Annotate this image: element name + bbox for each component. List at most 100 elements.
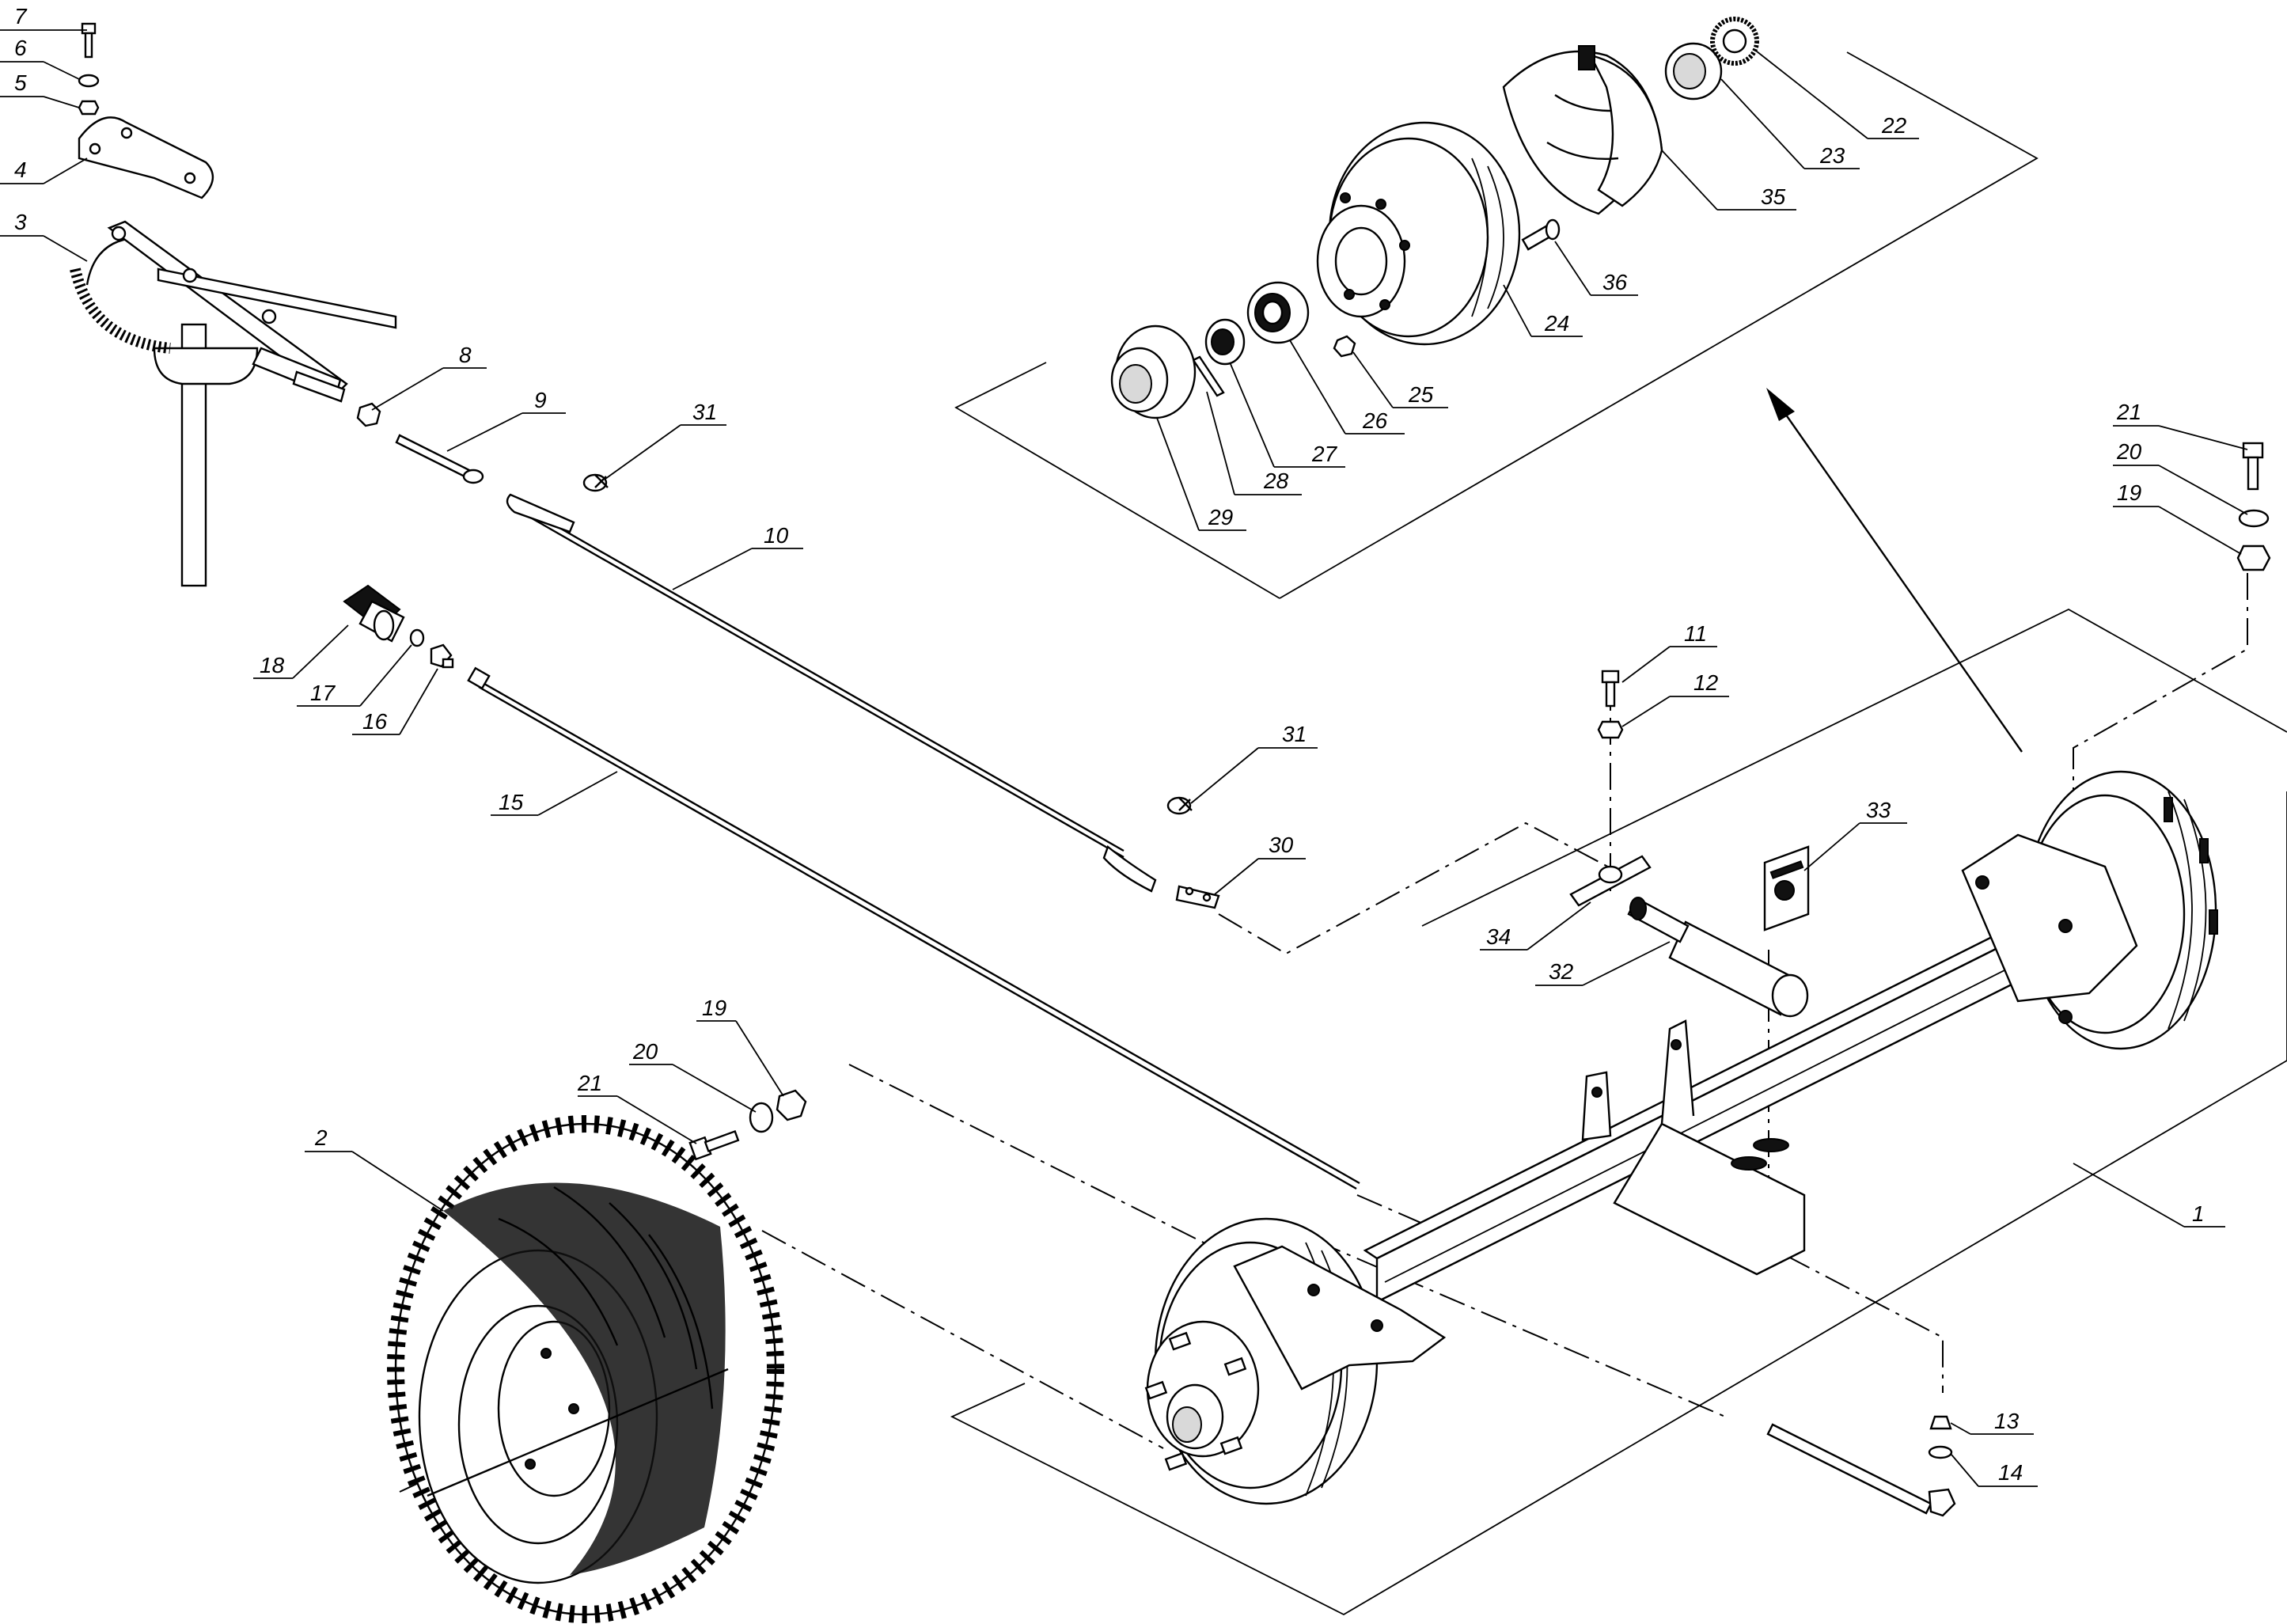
washer-6	[78, 74, 100, 88]
cotter-pin-28	[1192, 355, 1225, 397]
svg-text:30: 30	[1269, 833, 1294, 857]
callout-22: 22	[1756, 51, 1919, 139]
callout-36: 36	[1554, 241, 1638, 296]
svg-text:34: 34	[1486, 924, 1511, 949]
decal-33	[1763, 845, 1810, 932]
bolt-11	[1601, 670, 1620, 708]
svg-text:31: 31	[692, 400, 717, 424]
callout-29: 29	[1156, 417, 1246, 531]
svg-text:13: 13	[1994, 1409, 2020, 1433]
callout-19a: 19	[2113, 480, 2242, 555]
brake-drum-24	[1316, 121, 1521, 346]
svg-text:7: 7	[14, 4, 28, 28]
callout-28: 28	[1206, 391, 1302, 495]
callout-3: 3	[0, 210, 88, 262]
svg-text:2: 2	[314, 1125, 328, 1150]
callout-35: 35	[1661, 150, 1796, 211]
clip-31-lower	[1166, 796, 1193, 815]
hub-right	[1961, 770, 2218, 1050]
callout-5: 5	[0, 70, 80, 108]
svg-text:29: 29	[1208, 505, 1233, 529]
callout-1: 1	[2073, 1163, 2225, 1227]
callout-14: 14	[1951, 1454, 2038, 1487]
callout-10: 10	[672, 523, 803, 590]
callouts: 7 6 5 4 3 8 9 31 10 18 17 16 15 31 30 21…	[0, 4, 2248, 1487]
callout-7: 7	[0, 4, 87, 31]
callout-6: 6	[0, 36, 80, 80]
svg-text:4: 4	[14, 157, 27, 182]
rod-10	[506, 493, 1157, 893]
callout-11: 11	[1621, 621, 1717, 683]
callout-31a: 31	[605, 400, 726, 480]
svg-text:31: 31	[1282, 722, 1307, 746]
callout-31b: 31	[1190, 722, 1318, 804]
svg-text:8: 8	[459, 343, 472, 367]
washer-17	[409, 628, 425, 647]
washer-20-left	[749, 1102, 774, 1133]
svg-text:20: 20	[2116, 439, 2142, 464]
svg-text:32: 32	[1549, 959, 1574, 984]
callout-4: 4	[0, 157, 88, 184]
callout-33: 33	[1803, 798, 1907, 871]
callout-2: 2	[305, 1125, 444, 1212]
svg-text:15: 15	[499, 790, 524, 814]
svg-text:3: 3	[14, 210, 27, 234]
rod-9	[395, 434, 484, 484]
explode-arrow	[1766, 388, 2023, 753]
svg-text:19: 19	[702, 996, 726, 1020]
main-frame-axle	[950, 608, 2287, 1616]
detail-frame-brake-hub	[954, 51, 2039, 599]
callout-23: 23	[1720, 78, 1860, 169]
svg-text:25: 25	[1408, 382, 1434, 407]
svg-text:36: 36	[1602, 270, 1628, 294]
svg-text:19: 19	[2117, 480, 2141, 505]
svg-text:23: 23	[1819, 143, 1845, 168]
callout-20b: 20	[629, 1039, 757, 1113]
svg-text:26: 26	[1362, 408, 1388, 433]
brake-shoes-35	[1502, 45, 1663, 215]
svg-text:20: 20	[632, 1039, 658, 1064]
hub-left	[1144, 1217, 1447, 1505]
svg-text:18: 18	[260, 653, 285, 677]
callout-8: 8	[371, 343, 487, 411]
nut-25	[1333, 335, 1356, 358]
callout-25: 25	[1352, 351, 1448, 408]
castle-nut-27	[1204, 318, 1246, 366]
svg-text:21: 21	[577, 1071, 602, 1095]
plate-30	[1175, 885, 1220, 909]
clip-31-upper	[582, 473, 609, 492]
svg-text:12: 12	[1693, 670, 1719, 695]
callout-21a: 21	[2113, 400, 2248, 450]
pin-34	[1569, 855, 1652, 907]
callout-16: 16	[352, 668, 438, 735]
svg-text:17: 17	[310, 681, 336, 705]
callout-34: 34	[1480, 901, 1591, 950]
callout-20a: 20	[2113, 439, 2248, 515]
fitting-16	[430, 643, 454, 669]
bracket-plate	[78, 116, 214, 199]
svg-text:28: 28	[1263, 469, 1289, 493]
washer-14	[1928, 1445, 1953, 1459]
nut-19-left	[776, 1089, 807, 1121]
callout-19b: 19	[696, 996, 784, 1097]
nut-5	[78, 100, 100, 116]
svg-text:24: 24	[1544, 311, 1569, 336]
svg-text:27: 27	[1311, 442, 1338, 466]
svg-text:6: 6	[14, 36, 27, 60]
tie-rod	[1766, 1423, 1956, 1517]
callout-24: 24	[1503, 284, 1583, 337]
callout-18: 18	[253, 624, 349, 679]
callout-27: 27	[1230, 363, 1345, 468]
svg-text:22: 22	[1881, 113, 1907, 138]
hub-cap-29	[1110, 324, 1197, 419]
wheel-2	[387, 1115, 784, 1623]
bolt-7	[81, 22, 97, 59]
svg-text:10: 10	[764, 523, 789, 548]
bearing-26	[1246, 281, 1310, 344]
callout-21b: 21	[577, 1071, 697, 1144]
svg-text:21: 21	[2116, 400, 2141, 424]
callout-9: 9	[446, 388, 566, 452]
svg-text:35: 35	[1761, 184, 1786, 209]
connector-18	[343, 584, 405, 643]
